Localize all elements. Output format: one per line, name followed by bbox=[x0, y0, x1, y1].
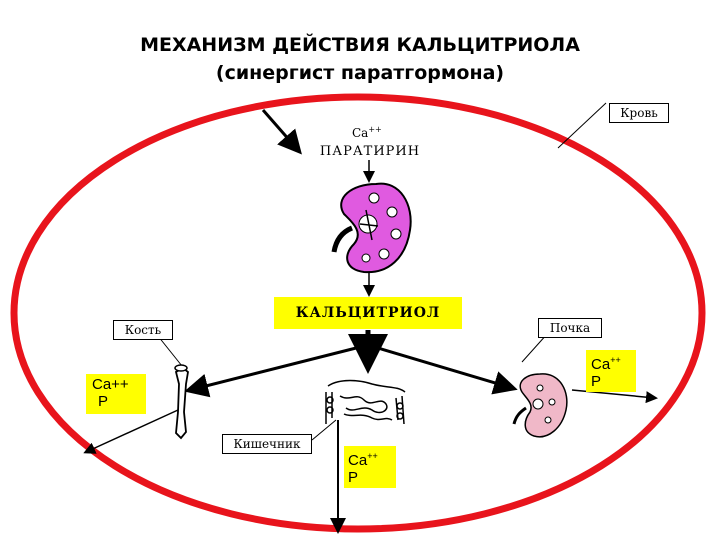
bone-ions-p: P bbox=[98, 393, 109, 410]
kidney-ions-ca-sup: ++ bbox=[610, 355, 621, 365]
bone-label: Кость bbox=[113, 320, 173, 340]
kidney-label: Почка bbox=[538, 318, 602, 338]
intestine-icon bbox=[325, 379, 406, 425]
calcium-label-sup: ++ bbox=[368, 125, 382, 134]
intestine-ions-box: Ca++ P bbox=[344, 446, 396, 488]
kidney-ions-ca-base: Ca bbox=[591, 356, 611, 373]
bone-leader-line bbox=[157, 335, 183, 367]
blood-leader-line bbox=[557, 102, 607, 149]
intestine-ions-ca-sup: ++ bbox=[367, 451, 378, 461]
bone-ions-ca: Ca++ bbox=[92, 376, 129, 393]
diagram-subtitle: (синергист паратгормона) bbox=[215, 62, 505, 84]
intestine-label: Кишечник bbox=[222, 434, 312, 454]
input-arrow bbox=[261, 109, 302, 155]
kidney-ions-p: P bbox=[591, 373, 602, 390]
organism-boundary bbox=[10, 93, 706, 533]
right-kidney-icon bbox=[512, 373, 568, 438]
calcium-label: Ca++ bbox=[352, 125, 382, 140]
bone-ions-box: Ca++ P bbox=[86, 374, 146, 414]
intestine-ions-ca: Ca++ bbox=[348, 448, 396, 469]
diagram-title: МЕХАНИЗМ ДЕЙСТВИЯ КАЛЬЦИТРИОЛА bbox=[140, 34, 580, 56]
calcium-label-base: Ca bbox=[352, 126, 369, 140]
arrow-calcitriol-kidney bbox=[367, 343, 518, 395]
intestine-leader-line bbox=[311, 419, 337, 441]
blood-label: Кровь bbox=[609, 103, 669, 123]
arrow-calcitriol-bone bbox=[184, 343, 369, 398]
intestine-ions-ca-base: Ca bbox=[348, 452, 368, 469]
intestine-ions-p: P bbox=[348, 469, 359, 486]
calcitriol-box: КАЛЬЦИТРИОЛ bbox=[274, 297, 462, 329]
arrow-bone-to-blood bbox=[83, 409, 179, 454]
parathyrin-label: ПАРАТИРИН bbox=[319, 144, 421, 159]
kidney-ions-ca: Ca++ bbox=[591, 352, 636, 373]
arrow-kidney-to-blood bbox=[571, 389, 658, 404]
kidney-icon bbox=[331, 182, 412, 274]
kidney-ions-box: Ca++ P bbox=[586, 350, 636, 392]
bone-icon bbox=[174, 364, 189, 440]
